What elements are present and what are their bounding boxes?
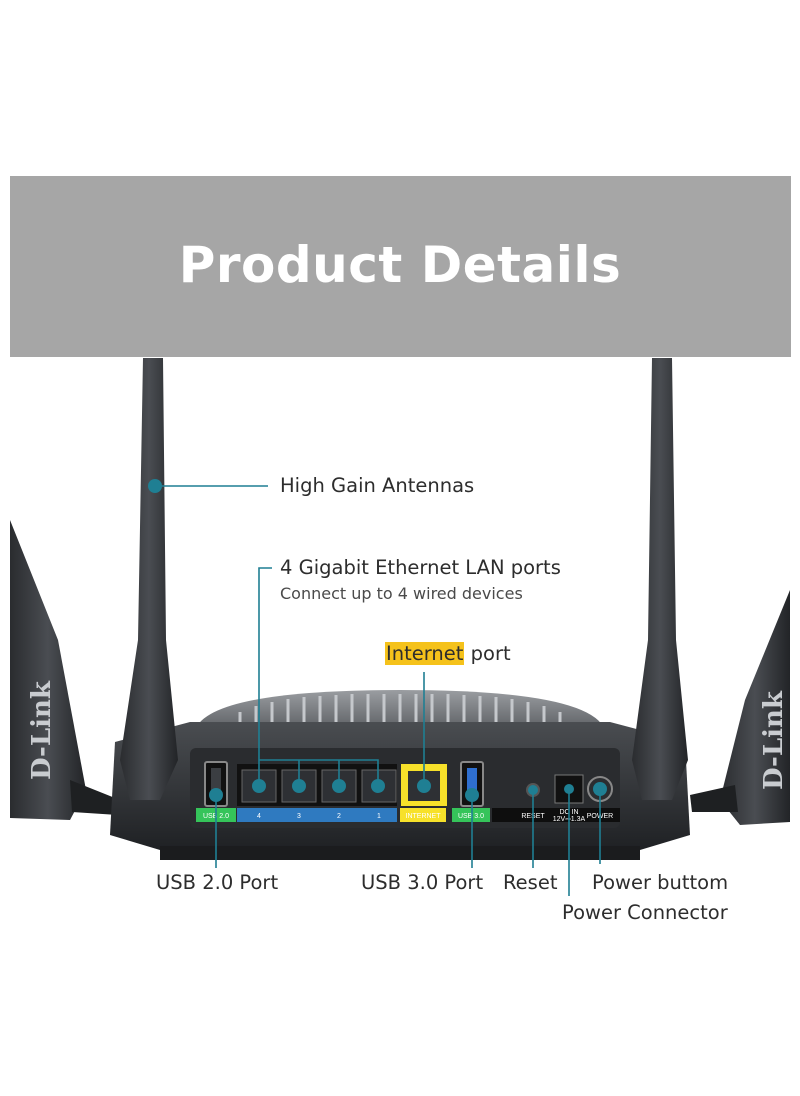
dot-lan4 [252,779,266,793]
left-antenna [120,358,178,800]
label-usb3: USB 3.0 [458,813,484,820]
page-title: Product Details [178,236,622,294]
callout-usb3: USB 3.0 Port [361,871,484,894]
title-banner [10,176,791,357]
callout-reset: Reset [503,871,558,894]
brand-logo-left: D-Link [27,680,57,780]
label-lan3: 3 [297,813,301,820]
dot-power-connector [564,784,574,794]
power-strip [492,808,620,822]
callout-usb2: USB 2.0 Port [156,871,279,894]
label-internet: INTERNET [406,813,442,820]
right-antenna [632,358,688,800]
router-body [110,690,690,860]
dot-lan3 [292,779,306,793]
callout-lan-title: 4 Gigabit Ethernet LAN ports [280,556,561,579]
dot-reset [528,785,538,795]
lan-strip [237,808,397,822]
internet-rest: port [464,642,511,665]
right-side-antenna [690,590,790,825]
dot-power-button [593,782,607,796]
brand-logo-right: D-Link [759,690,789,790]
label-lan4: 4 [257,813,261,820]
callout-internet: Internet port [385,642,511,665]
left-side-antenna [10,520,120,820]
callout-antennas: High Gain Antennas [280,474,475,497]
dot-internet [417,779,431,793]
usb3-strip [452,808,490,822]
dot-usb3 [465,788,479,802]
dot-lan1 [371,779,385,793]
internet-strip [400,808,446,822]
dot-usb2 [209,788,223,802]
callout-power-connector: Power Connector [562,901,728,924]
dot-lan2 [332,779,346,793]
lan-port-block [237,764,397,806]
callout-lan-subtitle: Connect up to 4 wired devices [280,584,523,603]
internet-highlight: Internet [385,642,465,665]
leader-dots [148,479,607,802]
leader-lines [155,485,601,896]
label-lan1: 1 [377,813,381,820]
label-lan2: 2 [337,813,341,820]
callout-power-button: Power buttom [592,871,729,894]
dot-antenna [148,479,162,493]
